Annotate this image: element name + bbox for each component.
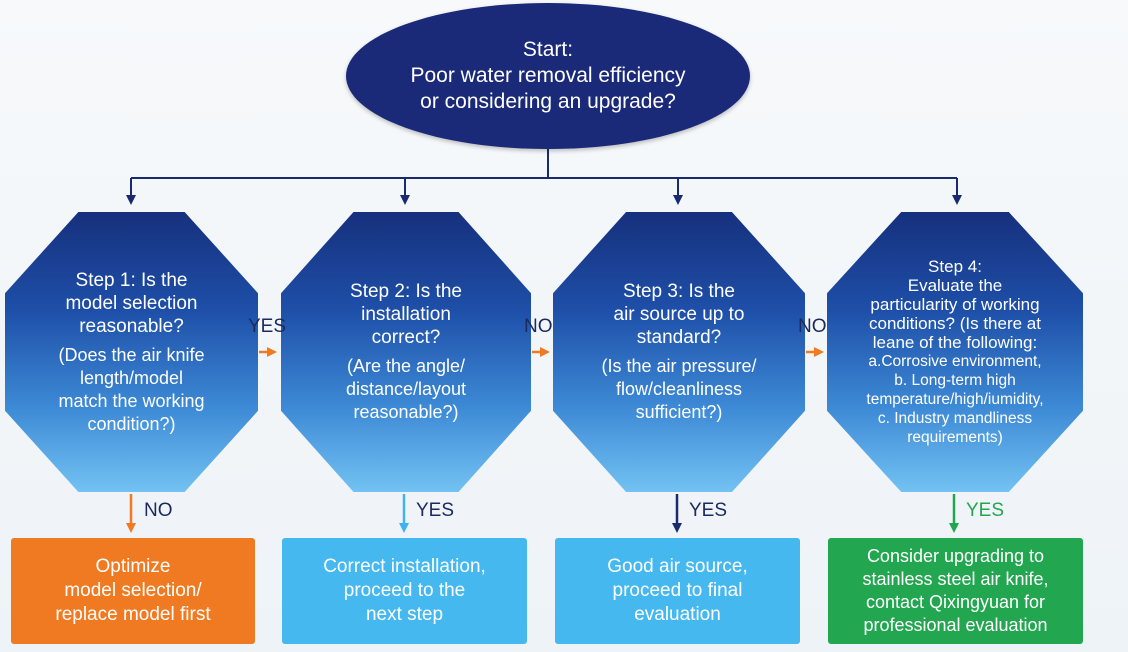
result-2-box: Correct installation, proceed to the nex… xyxy=(282,538,527,644)
label-step3-down: YES xyxy=(689,500,728,521)
label-step2-to-step3: NO xyxy=(524,316,553,337)
label-step3-to-step4: NO xyxy=(798,316,827,337)
label-step4-down: YES xyxy=(966,500,1005,521)
step-1-title: Step 1: Is the model selection reasonabl… xyxy=(65,269,198,337)
step-3-body: (Is the air pressure/ flow/cleanliness s… xyxy=(601,356,757,422)
step-3-title: Step 3: Is the air source up to standard… xyxy=(613,281,745,348)
step-2-node: Step 2: Is the installation correct? (Ar… xyxy=(281,212,531,492)
step-2-title: Step 2: Is the installation correct? xyxy=(350,281,462,348)
start-node: Start: Poor water removal efficiency or … xyxy=(346,3,750,149)
label-step1-down: NO xyxy=(144,500,173,521)
step-4-body: a.Corrosive environment, b. Long-term hi… xyxy=(866,353,1044,446)
step-3-node: Step 3: Is the air source up to standard… xyxy=(553,212,805,492)
label-step1-to-step2: YES xyxy=(248,316,287,337)
result-3-text: Good air source, proceed to final evalua… xyxy=(607,556,748,625)
start-title: Start: xyxy=(522,38,574,61)
result-2-text: Correct installation, proceed to the nex… xyxy=(323,556,486,625)
step-1-node: Step 1: Is the model selection reasonabl… xyxy=(5,212,258,492)
label-step2-down: YES xyxy=(416,500,455,521)
step-4-node: Step 4: Evaluate the particularity of wo… xyxy=(827,212,1083,492)
step-4-title: Step 4: Evaluate the particularity of wo… xyxy=(869,257,1041,352)
result-3-box: Good air source, proceed to final evalua… xyxy=(555,538,800,644)
start-question: Poor water removal efficiency or conside… xyxy=(410,64,686,113)
result-4-box: Consider upgrading to stainless steel ai… xyxy=(828,538,1083,644)
step-2-body: (Are the angle/ distance/layout reasonab… xyxy=(345,356,467,422)
result-1-box: Optimize model selection/ replace model … xyxy=(11,538,255,644)
result-4-text: Consider upgrading to stainless steel ai… xyxy=(862,546,1049,635)
result-1-text: Optimize model selection/ replace model … xyxy=(55,556,211,625)
step-1-body: (Does the air knife length/model match t… xyxy=(58,344,205,434)
